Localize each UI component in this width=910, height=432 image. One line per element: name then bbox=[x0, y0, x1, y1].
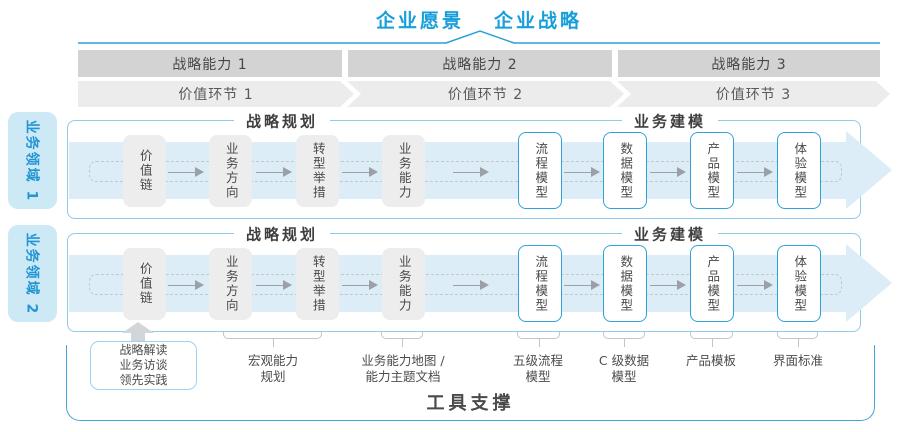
section-strategic-planning: 战略规划 bbox=[233, 223, 331, 245]
node-label: 产品模型 bbox=[705, 254, 721, 313]
bracket-connector bbox=[223, 332, 322, 347]
strategic-capability-3: 战略能力 3 bbox=[618, 50, 880, 77]
annotation-c-level-data-model: C 级数据 模型 bbox=[598, 353, 650, 384]
node-business-direction: 业务方向 bbox=[209, 248, 252, 320]
bracket-connector bbox=[381, 332, 423, 347]
right-arrow-icon bbox=[256, 167, 292, 177]
node-process-model: 流程模型 bbox=[518, 132, 562, 209]
node-experience-model: 体验模型 bbox=[777, 245, 821, 322]
node-value-chain: 价值链 bbox=[123, 135, 166, 207]
right-arrow-icon bbox=[342, 280, 378, 290]
node-transformation-initiatives: 转型举措 bbox=[296, 248, 339, 320]
business-domain-1-tab: 业务领域 1 bbox=[8, 112, 57, 209]
node-value-chain: 价值链 bbox=[123, 248, 166, 320]
bracket-connector bbox=[777, 332, 818, 347]
value-link-1: 价值环节 1 bbox=[78, 81, 354, 107]
node-label: 转型举措 bbox=[310, 255, 326, 313]
enterprise-vision-title: 企业愿景 bbox=[375, 10, 464, 32]
section-business-modeling: 业务建模 bbox=[621, 110, 719, 132]
node-label: 数据模型 bbox=[618, 254, 634, 313]
node-business-capability: 业务能力 bbox=[382, 248, 425, 320]
right-arrow-icon bbox=[564, 167, 600, 177]
strategic-capability-1: 战略能力 1 bbox=[78, 50, 342, 77]
node-transformation-initiatives: 转型举措 bbox=[296, 135, 339, 207]
up-arrow-icon bbox=[122, 322, 154, 342]
right-arrow-icon bbox=[168, 167, 204, 177]
annotation-capability-map-docs: 业务能力地图 / 能力主题文档 bbox=[361, 353, 445, 384]
node-data-model: 数据模型 bbox=[603, 132, 647, 209]
node-product-model: 产品模型 bbox=[690, 132, 734, 209]
right-arrow-icon bbox=[737, 167, 773, 177]
business-domain-2-label: 业务领域 2 bbox=[23, 232, 40, 315]
domain-1-lane: 战略规划 业务建模 价值链 业务方向 转型举措 业务能力 流程模型 数据模型 产… bbox=[67, 110, 892, 219]
flow-band-arrowhead-icon bbox=[846, 244, 892, 322]
right-arrow-icon bbox=[564, 280, 600, 290]
node-product-model: 产品模型 bbox=[690, 245, 734, 322]
annotation-ui-standard: 界面标准 bbox=[772, 353, 824, 368]
enterprise-strategy-title: 企业战略 bbox=[494, 10, 583, 32]
annotation-product-template: 产品模板 bbox=[685, 353, 737, 368]
node-label: 转型举措 bbox=[310, 142, 326, 200]
tool-support-title: 工具支撑 bbox=[426, 393, 515, 414]
caret-divider-line bbox=[78, 30, 880, 44]
right-arrow-icon bbox=[453, 167, 489, 177]
right-arrow-icon bbox=[453, 280, 489, 290]
dashed-pipeline-outline bbox=[89, 161, 842, 182]
bracket-connector bbox=[517, 332, 560, 347]
bracket-connector bbox=[690, 332, 733, 347]
node-process-model: 流程模型 bbox=[518, 245, 562, 322]
flow-band-arrowhead-icon bbox=[846, 131, 892, 209]
right-arrow-icon bbox=[168, 280, 204, 290]
right-arrow-icon bbox=[737, 280, 773, 290]
dashed-pipeline-outline bbox=[89, 274, 842, 295]
node-data-model: 数据模型 bbox=[603, 245, 647, 322]
business-domain-1-label: 业务领域 1 bbox=[23, 119, 40, 202]
strategic-capability-2: 战略能力 2 bbox=[348, 50, 612, 77]
node-business-capability: 业务能力 bbox=[382, 135, 425, 207]
right-arrow-icon bbox=[342, 167, 378, 177]
node-experience-model: 体验模型 bbox=[777, 132, 821, 209]
business-domain-2-tab: 业务领域 2 bbox=[8, 225, 57, 322]
bracket-connector bbox=[603, 332, 645, 347]
node-label: 体验模型 bbox=[792, 141, 808, 200]
right-arrow-icon bbox=[256, 280, 292, 290]
node-label: 业务方向 bbox=[223, 142, 239, 200]
node-label: 业务能力 bbox=[396, 142, 412, 200]
node-label: 产品模型 bbox=[705, 141, 721, 200]
value-link-2: 价值环节 2 bbox=[347, 81, 624, 107]
value-link-3: 价值环节 3 bbox=[617, 81, 890, 107]
node-label: 价值链 bbox=[137, 262, 153, 306]
node-label: 流程模型 bbox=[533, 141, 549, 200]
page-title: 企业愿景 企业战略 bbox=[24, 6, 910, 33]
annotation-level5-process-model: 五级流程 模型 bbox=[512, 353, 564, 384]
annotation-macro-capability-planning: 宏观能力 规划 bbox=[247, 353, 299, 384]
node-label: 体验模型 bbox=[792, 254, 808, 313]
node-label: 流程模型 bbox=[533, 254, 549, 313]
section-business-modeling: 业务建模 bbox=[621, 223, 719, 245]
node-label: 业务能力 bbox=[396, 255, 412, 313]
node-label: 数据模型 bbox=[618, 141, 634, 200]
domain-2-lane: 战略规划 业务建模 价值链 业务方向 转型举措 业务能力 流程模型 数据模型 产… bbox=[67, 223, 892, 332]
right-arrow-icon bbox=[650, 167, 686, 177]
node-label: 价值链 bbox=[137, 149, 153, 193]
right-arrow-icon bbox=[650, 280, 686, 290]
practice-methods-box: 战略解读 业务访谈 领先实践 bbox=[90, 341, 197, 390]
node-label: 业务方向 bbox=[223, 255, 239, 313]
section-strategic-planning: 战略规划 bbox=[233, 110, 331, 132]
tool-support-frame: 工具支撑 bbox=[66, 345, 875, 421]
node-business-direction: 业务方向 bbox=[209, 135, 252, 207]
